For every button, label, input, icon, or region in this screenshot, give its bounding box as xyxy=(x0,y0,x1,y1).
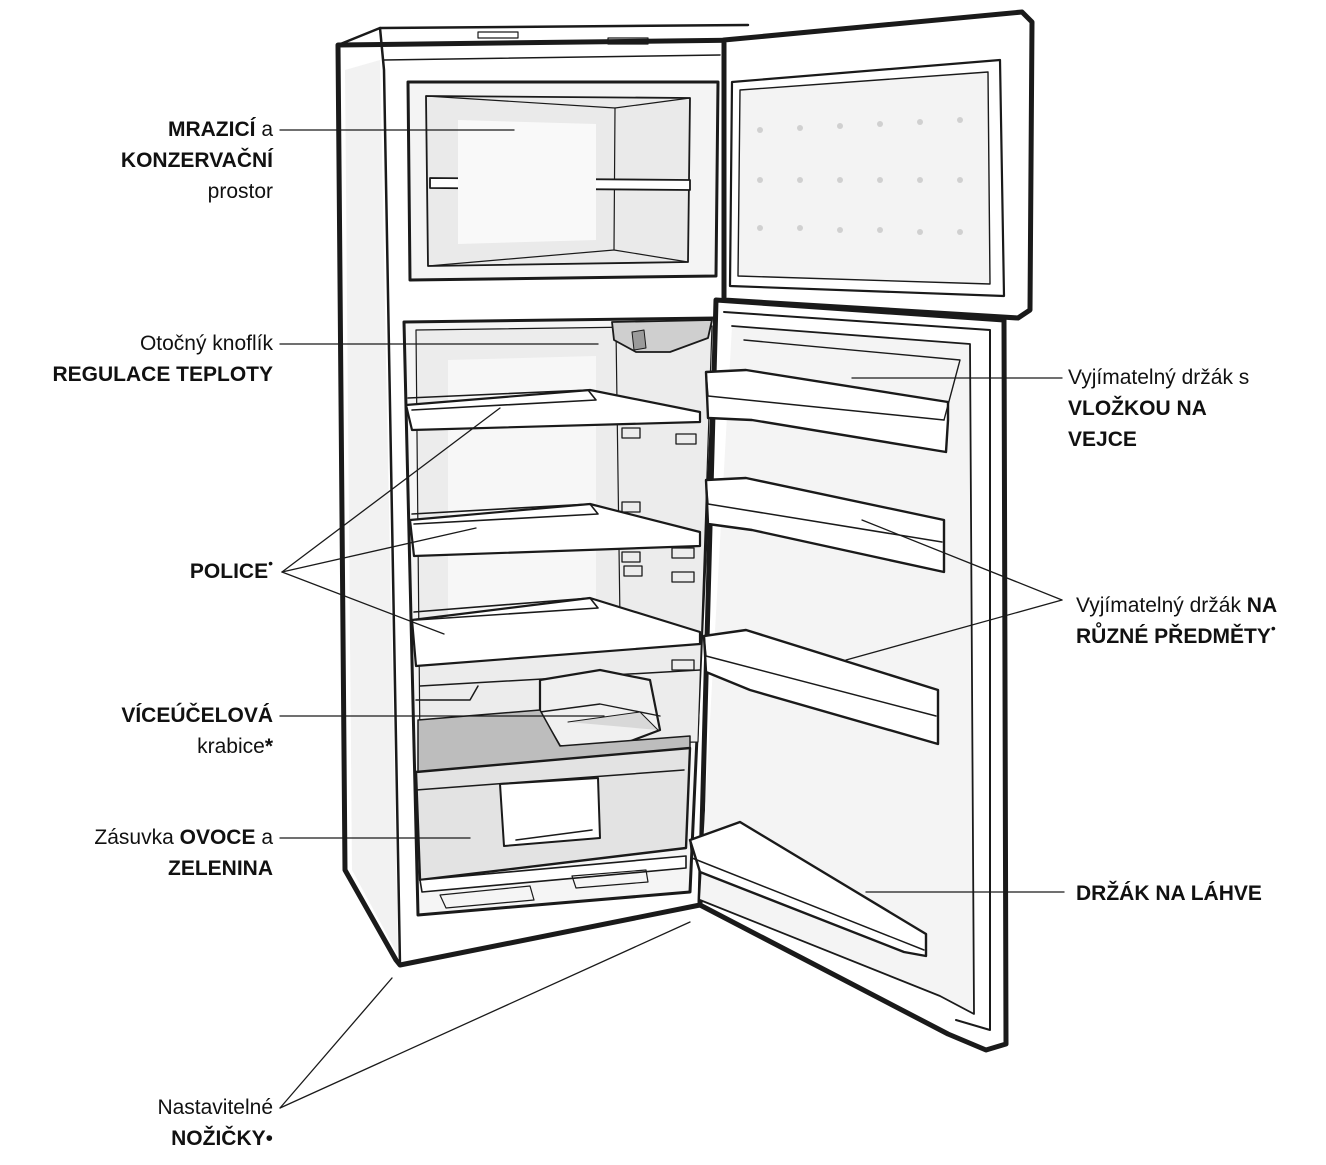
label-crisper: Zásuvka OVOCE a ZELENINA xyxy=(94,826,273,880)
crisper-drawer xyxy=(414,746,692,909)
leader-lines xyxy=(279,129,1065,1109)
label-multibox: VÍCEÚČELOVÁ krabice* xyxy=(121,704,273,758)
freezer-door xyxy=(721,9,1035,321)
label-door-shelf: Vyjímatelný držák NA RŮZNÉ PŘEDMĚTY• xyxy=(1076,594,1278,648)
label-shelves: POLICE• xyxy=(189,555,273,583)
label-bottle-holder: DRŽÁK NA LÁHVE xyxy=(1076,882,1262,905)
door-shelf-bins xyxy=(702,476,946,746)
label-egg-tray: Vyjímatelný držák s VLOŽKOU NA VEJCE xyxy=(1068,366,1250,451)
thermostat-knob xyxy=(611,319,713,353)
bottle-holder-bin xyxy=(688,820,928,958)
label-feet: Nastavitelné NOŽIČKY• xyxy=(157,1096,273,1150)
label-freezer: MRAZICÍ a KONZERVAČNÍ prostor xyxy=(120,118,273,203)
egg-tray-bin xyxy=(704,339,961,454)
label-thermostat: Otočný knoflík REGULACE TEPLOTY xyxy=(52,332,273,386)
glass-shelves xyxy=(404,388,702,668)
multipurpose-box xyxy=(415,668,701,773)
freezer-compartment xyxy=(406,80,720,282)
